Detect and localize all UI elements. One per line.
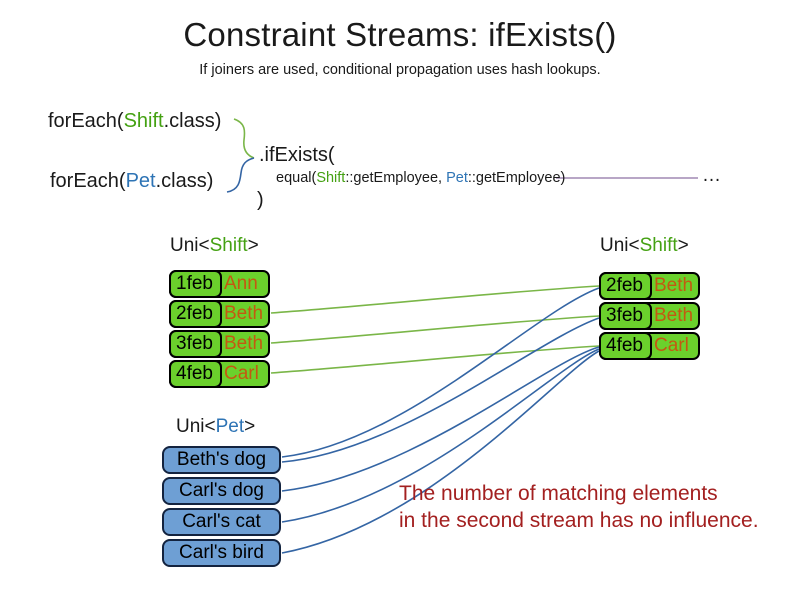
brace-shift-green: [233, 118, 255, 159]
right-table-label: Uni<Shift>: [600, 235, 689, 257]
code-text: .class): [155, 170, 214, 192]
annotation-line-1: The number of matching elements: [399, 482, 718, 505]
page-subtitle: If joiners are used, conditional propaga…: [199, 62, 601, 78]
pet-box-carls-dog: Carl's dog: [162, 477, 281, 505]
shift-date: 2feb: [599, 272, 652, 300]
label-text: >: [244, 416, 256, 437]
shift-row-2feb-beth: 2feb Beth: [169, 300, 270, 328]
code-text: ::getEmployee): [467, 170, 566, 186]
page-title: Constraint Streams: ifExists(): [183, 16, 617, 53]
label-text: >: [247, 235, 259, 256]
shift-class-token: Shift: [639, 235, 678, 256]
code-equal-joiner: equal(Shift::getEmployee, Pet::getEmploy…: [276, 170, 565, 186]
pet-box-carls-bird: Carl's bird: [162, 539, 281, 567]
shift-employee: Beth: [224, 333, 264, 354]
code-text: .class): [163, 110, 222, 132]
brace-pet-blue: [226, 157, 255, 193]
code-foreach-shift: forEach(Shift.class): [48, 110, 221, 133]
annotation-line-2: in the second stream has no influence.: [399, 508, 759, 532]
shift-employee: Beth: [224, 303, 264, 324]
link-green-3feb: [270, 315, 600, 344]
shift-date: 2feb: [169, 300, 222, 328]
shift-row-4feb-carl: 4feb Carl: [599, 332, 700, 360]
pet-list-label: Uni<Pet>: [176, 416, 255, 438]
code-ellipsis: …: [702, 165, 721, 186]
shift-date: 3feb: [169, 330, 222, 358]
link-bethdog-2feb: [281, 287, 600, 458]
shift-employee: Ann: [224, 273, 258, 294]
shift-employee: Beth: [654, 305, 694, 326]
shift-class-token: Shift: [123, 110, 164, 132]
link-green-4feb: [270, 345, 600, 374]
pet-class-token: Pet: [446, 170, 468, 186]
code-ifexists-close: ): [257, 189, 264, 211]
left-table-label: Uni<Shift>: [170, 235, 259, 257]
shift-employee: Beth: [654, 275, 694, 296]
code-text: forEach(: [48, 110, 124, 132]
pet-class-token: Pet: [215, 416, 245, 437]
shift-row-2feb-beth: 2feb Beth: [599, 272, 700, 300]
shift-row-4feb-carl: 4feb Carl: [169, 360, 270, 388]
code-ifexists-open: .ifExists(: [259, 144, 335, 166]
code-text: equal(: [276, 170, 317, 186]
shift-employee: Carl: [654, 335, 689, 356]
link-carldog-4feb: [281, 346, 600, 492]
code-foreach-pet: forEach(Pet.class): [50, 170, 213, 193]
shift-date: 4feb: [599, 332, 652, 360]
shift-row-1feb-ann: 1feb Ann: [169, 270, 270, 298]
shift-date: 4feb: [169, 360, 222, 388]
link-green-2feb: [270, 285, 600, 314]
code-text: forEach(: [50, 170, 126, 192]
link-bethdog-3feb: [281, 317, 600, 463]
pet-box-beths-dog: Beth's dog: [162, 446, 281, 474]
label-text: Uni<: [176, 416, 216, 437]
pet-box-carls-cat: Carl's cat: [162, 508, 281, 536]
label-text: >: [677, 235, 689, 256]
shift-row-3feb-beth: 3feb Beth: [599, 302, 700, 330]
shift-employee: Carl: [224, 363, 259, 384]
code-text: ::getEmployee,: [345, 170, 447, 186]
shift-date: 1feb: [169, 270, 222, 298]
annotation-note: The number of matching elements in the s…: [399, 481, 759, 534]
shift-row-3feb-beth: 3feb Beth: [169, 330, 270, 358]
label-text: Uni<: [600, 235, 640, 256]
shift-date: 3feb: [599, 302, 652, 330]
label-text: Uni<: [170, 235, 210, 256]
pet-class-token: Pet: [125, 170, 156, 192]
shift-class-token: Shift: [209, 235, 248, 256]
shift-class-token: Shift: [316, 170, 346, 186]
